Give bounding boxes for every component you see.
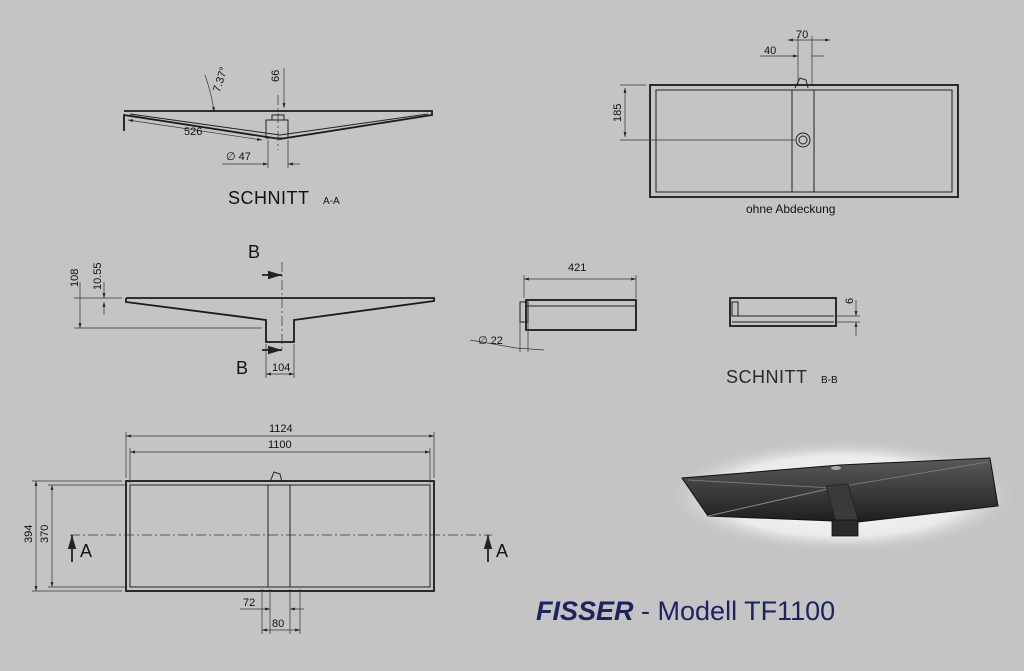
- brand-model: - Modell TF1100: [634, 596, 836, 626]
- dim-diameter-22: ∅ 22: [478, 335, 503, 347]
- section-aa-suffix: A-A: [323, 196, 340, 207]
- section-aa-drawing: [123, 68, 433, 168]
- dim-diameter-47: ∅ 47: [226, 151, 251, 163]
- section-bb-side-drawing: [469, 275, 637, 352]
- dim-1124: 1124: [269, 423, 293, 435]
- product-render-image: [664, 438, 1020, 554]
- dim-40: 40: [764, 45, 776, 57]
- section-bb-drawing: [729, 297, 860, 336]
- section-marker-b-bottom: B: [236, 358, 249, 378]
- section-bb-suffix: B-B: [821, 375, 838, 386]
- dim-70: 70: [796, 29, 808, 41]
- dim-104: 104: [272, 362, 290, 374]
- section-marker-b-top: B: [248, 242, 261, 262]
- dim-80: 80: [272, 618, 284, 630]
- view-caption: ohne Abdeckung: [746, 202, 835, 216]
- side-view-drawing: [74, 262, 435, 378]
- dim-526: 526: [184, 126, 202, 138]
- section-bb-title: SCHNITT: [726, 367, 808, 387]
- plan-view-drawing: [32, 432, 493, 634]
- dim-72: 72: [243, 597, 255, 609]
- dim-6: 6: [844, 298, 856, 304]
- dim-66: 66: [270, 70, 282, 82]
- section-marker-a-right: A: [496, 541, 509, 561]
- angle-label: 7.37°: [211, 65, 230, 93]
- dim-370: 370: [39, 525, 51, 543]
- section-marker-a-left: A: [80, 541, 93, 561]
- brand-name: FISSER: [536, 596, 634, 626]
- top-view-without-cover: [620, 36, 959, 198]
- dim-421: 421: [568, 262, 586, 274]
- dim-10-55: 10.55: [92, 262, 104, 290]
- brand-title: FISSER - Modell TF1100: [536, 596, 835, 626]
- dim-185: 185: [612, 104, 624, 122]
- dim-1100: 1100: [268, 439, 292, 451]
- section-aa-title: SCHNITT: [228, 188, 310, 208]
- dim-394: 394: [23, 525, 35, 543]
- dim-108: 108: [69, 269, 81, 287]
